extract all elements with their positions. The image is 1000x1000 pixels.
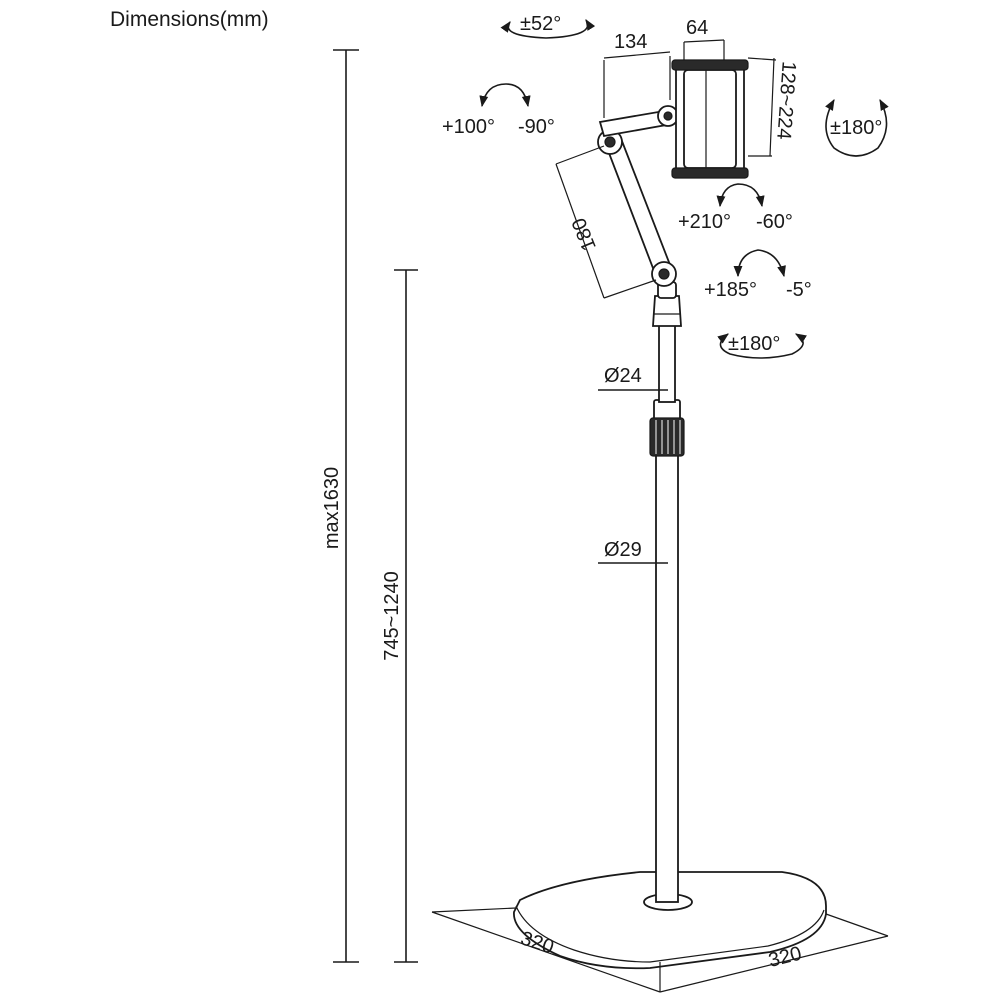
upper-arm (598, 105, 679, 138)
upper-tube: Ø24 (598, 321, 676, 403)
height-range-dimension: 745~1240 (381, 269, 418, 963)
tilt-angle-label: ±52° (520, 13, 561, 35)
lower-arm (597, 129, 677, 287)
swivel-angle-label: ±180° (728, 333, 780, 355)
holder-tilt-up-label: +210° (678, 211, 731, 233)
holder-rotation-angle: ±180° (825, 99, 889, 157)
arm-angle-up-label: +100° (442, 116, 495, 138)
holder-tilt-down-label: -60° (756, 211, 793, 233)
diagram-title: Dimensions(mm) (110, 8, 269, 31)
upper-tube-label: Ø24 (604, 365, 642, 387)
joint-angle-down-label: -5° (786, 279, 812, 301)
tube-adapter (652, 281, 682, 327)
max-height-label: max1630 (321, 467, 343, 549)
tablet-holder (671, 59, 749, 179)
holder-dimensions: 134 64 128~224 (603, 17, 800, 157)
arm-angle: +100° -90° (442, 83, 555, 138)
base-dimensions: 320 320 (431, 907, 889, 993)
tilt-angle: ±52° (500, 13, 596, 39)
swivel-angle: ±180° (717, 333, 807, 359)
lower-tube: Ø29 (598, 449, 679, 903)
arm-angle-down-label: -90° (518, 116, 555, 138)
max-height-dimension: max1630 (321, 49, 359, 963)
joint-angle-up-label: +185° (704, 279, 757, 301)
holder-width-label: 64 (686, 17, 708, 39)
lower-tube-label: Ø29 (604, 539, 642, 561)
holder-clamp-label: 128~224 (772, 61, 799, 141)
height-lock-collar (649, 399, 685, 457)
arm-length-label: 180 (568, 215, 601, 254)
holder-tilt-angle: +210° -60° (678, 183, 793, 233)
joint-angle: +185° -5° (704, 249, 812, 301)
holder-depth-label: 134 (614, 31, 647, 53)
holder-rotation-label: ±180° (830, 117, 882, 139)
height-range-label: 745~1240 (381, 571, 403, 661)
